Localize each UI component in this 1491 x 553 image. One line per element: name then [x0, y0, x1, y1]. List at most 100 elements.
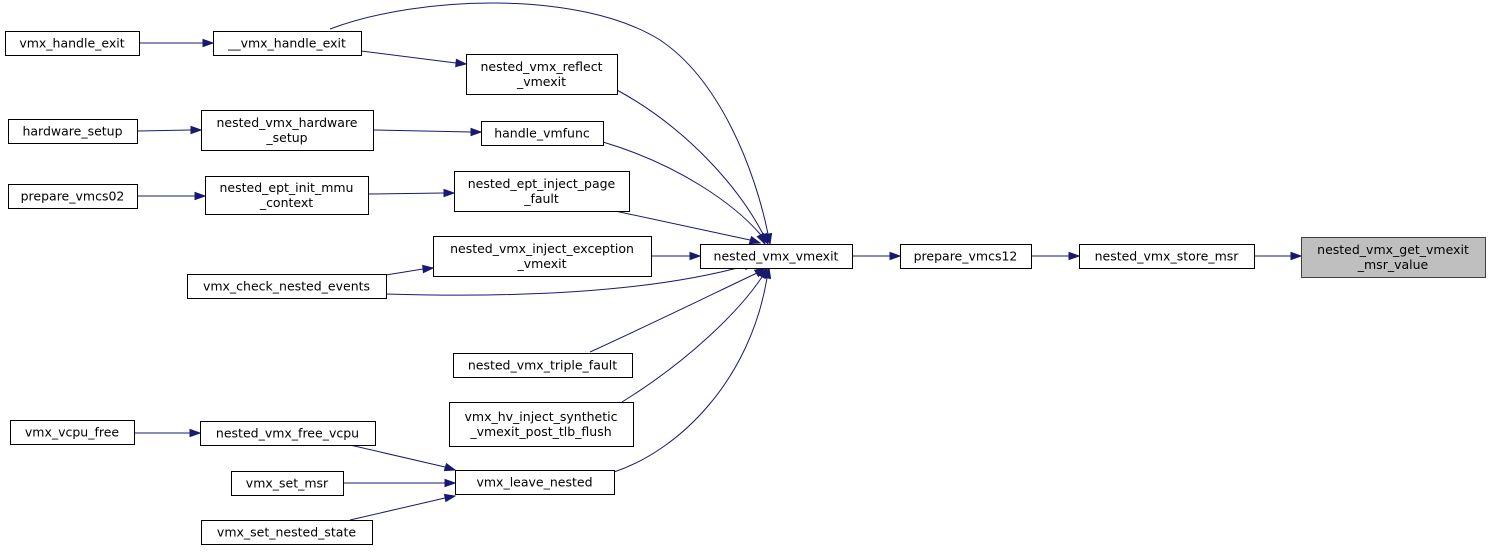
node-box[interactable] [1079, 244, 1255, 269]
node-box[interactable] [200, 421, 376, 446]
node-vmx-handle-exit[interactable]: vmx_handle_exit [5, 31, 140, 56]
node-nested-vmx-reflect-vmexit[interactable]: nested_vmx_reflect_vmexit [466, 54, 618, 95]
node-label: hardware_setup [22, 124, 122, 139]
arrowhead [455, 58, 468, 68]
edge-vmx_handle_exit-to-__vmx_handle_exit [139, 38, 215, 48]
node-box[interactable] [481, 121, 604, 146]
edge-prepare_vmcs12-to-nested_vmx_store_msr [1031, 251, 1081, 261]
node-label: _setup [265, 130, 307, 145]
node-vmx-set-nested-state[interactable]: vmx_set_nested_state [201, 520, 373, 545]
node-vmx-set-msr[interactable]: vmx_set_msr [231, 471, 344, 496]
edge-handle_vmfunc-to-nested_vmx_vmexit [602, 141, 766, 246]
node-vmx-vcpu-free[interactable]: vmx_vcpu_free [10, 420, 135, 445]
node-label: vmx_hv_inject_synthetic [465, 409, 618, 424]
edge-line [367, 192, 454, 195]
node-label: nested_vmx_vmexit [714, 249, 839, 264]
node-vmx-hv-inject-synthetic-vmexit-post-tlb-flush[interactable]: vmx_hv_inject_synthetic_vmexit_post_tlb_… [449, 402, 634, 447]
node-box[interactable] [10, 420, 135, 445]
edge-line [613, 267, 770, 473]
node-nested-ept-inject-page-fault[interactable]: nested_ept_inject_page_fault [454, 171, 630, 212]
arrowhead [443, 493, 457, 503]
edge-line [621, 267, 768, 403]
node-nested-vmx-get-vmexit-msr-value[interactable]: nested_vmx_get_vmexit_msr_value [1301, 237, 1486, 278]
node-label: vmx_leave_nested [476, 475, 592, 490]
node-label: _vmexit [516, 74, 566, 89]
edge-prepare_vmcs02-to-nested_ept_init_mmu_context [137, 191, 207, 201]
node-label: nested_vmx_inject_exception [450, 241, 634, 256]
node-nested-vmx-vmexit[interactable]: nested_vmx_vmexit [700, 244, 853, 269]
arrowhead [1068, 251, 1081, 261]
edge-line [616, 89, 769, 245]
node-box[interactable] [205, 176, 369, 215]
node-box[interactable] [700, 244, 853, 269]
node-handle-vmfunc[interactable]: handle_vmfunc [481, 121, 604, 146]
edge-line [385, 263, 756, 296]
node-box[interactable] [201, 520, 373, 545]
node-nested-vmx-hardware-setup[interactable]: nested_vmx_hardware_setup [201, 110, 374, 151]
edge-nested_ept_init_mmu_context-to-nested_ept_inject_page_fault [367, 188, 456, 198]
arrowhead [194, 191, 207, 201]
edge-__vmx_handle_exit-to-nested_vmx_reflect_vmexit [360, 50, 468, 68]
node-prepare-vmcs02[interactable]: prepare_vmcs02 [8, 184, 138, 209]
node-box[interactable] [8, 184, 138, 209]
arrowhead [748, 235, 762, 245]
node-nested-vmx-inject-exception-vmexit[interactable]: nested_vmx_inject_exception_vmexit [433, 236, 652, 277]
node-box[interactable] [1301, 237, 1486, 278]
node-box[interactable] [8, 119, 138, 144]
node-nested-vmx-triple-fault[interactable]: nested_vmx_triple_fault [453, 353, 633, 378]
edge-nested_vmx_inject_exception_vmexit-to-nested_vmx_vmexit [651, 251, 702, 261]
node-vmx-check-nested-events[interactable]: vmx_check_nested_events [187, 274, 387, 299]
node-box[interactable] [449, 402, 634, 447]
arrowhead [762, 266, 772, 280]
edge-vmx_set_nested_state-to-vmx_leave_nested [349, 493, 457, 521]
node-box[interactable] [433, 236, 652, 277]
node-label: _context [259, 195, 313, 210]
arrowhead [689, 251, 702, 261]
node-label: vmx_check_nested_events [203, 279, 370, 294]
node-vmx-leave-nested[interactable]: vmx_leave_nested [455, 470, 615, 495]
node-nested-ept-init-mmu-context[interactable]: nested_ept_init_mmu_context [205, 176, 369, 215]
node-nested-vmx-store-msr[interactable]: nested_vmx_store_msr [1079, 244, 1255, 269]
node-label: __vmx_handle_exit [227, 36, 346, 51]
node-label: prepare_vmcs12 [914, 249, 1018, 264]
node-nested-vmx-free-vcpu[interactable]: nested_vmx_free_vcpu [200, 421, 376, 446]
edge-vmx_check_nested_events-to-nested_vmx_inject_exception_vmexit [385, 264, 435, 276]
edge-line [602, 141, 766, 245]
node-box[interactable] [454, 171, 630, 212]
node-box[interactable] [900, 244, 1032, 269]
node-box[interactable] [201, 110, 374, 151]
edge-nested_vmx_free_vcpu-to-vmx_leave_nested [349, 444, 457, 472]
node-box[interactable] [5, 31, 140, 56]
node-box[interactable] [231, 471, 344, 496]
node-prepare-vmcs12[interactable]: prepare_vmcs12 [900, 244, 1032, 269]
node-box[interactable] [213, 31, 362, 56]
node-box[interactable] [455, 470, 615, 495]
node-label: vmx_set_msr [246, 476, 329, 491]
arrowhead [444, 478, 457, 488]
node-box[interactable] [466, 54, 618, 95]
node-label: vmx_set_nested_state [217, 525, 356, 540]
nodes-layer: vmx_handle_exit __vmx_handle_exit nested_v… [5, 31, 1486, 545]
edge-hardware_setup-to-nested_vmx_hardware_setup [136, 125, 203, 135]
node-label: _msr_value [1357, 257, 1429, 272]
edge-line [589, 267, 766, 353]
node-box[interactable] [453, 353, 633, 378]
node-label: nested_vmx_get_vmexit [1317, 242, 1469, 257]
arrowhead [1290, 251, 1303, 261]
arrowhead [889, 251, 902, 261]
arrowhead [756, 232, 766, 246]
node-box[interactable] [187, 274, 387, 299]
node-hardware-setup[interactable]: hardware_setup [8, 119, 138, 144]
arrowhead [190, 125, 203, 135]
node-label: nested_ept_inject_page [468, 176, 616, 191]
edge-line [372, 129, 481, 133]
arrowhead [470, 127, 483, 137]
edge-vmx_set_msr-to-vmx_leave_nested [343, 478, 457, 488]
arrowhead [189, 428, 202, 438]
edge-nested_vmx_vmexit-to-prepare_vmcs12 [852, 251, 902, 261]
edge-vmx_vcpu_free-to-nested_vmx_free_vcpu [134, 428, 202, 438]
node-vmx-handle-exit[interactable]: __vmx_handle_exit [213, 31, 362, 56]
arrowhead [202, 38, 215, 48]
node-label: handle_vmfunc [494, 126, 590, 141]
